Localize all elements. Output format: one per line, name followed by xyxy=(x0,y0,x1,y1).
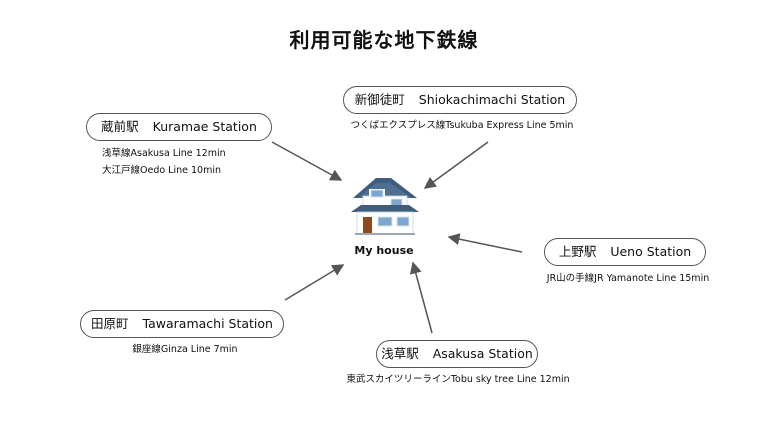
arrow-asakusa xyxy=(409,261,433,334)
station-asakusa: 浅草駅 Asakusa Station xyxy=(376,340,538,368)
line-info: つくばエクスプレス線Tsukuba Express Line 5min xyxy=(350,120,574,131)
line-info: 東武スカイツリーラインTobu sky tree Line 12min xyxy=(346,374,570,385)
line-info: JR山の手線JR Yamanote Line 15min xyxy=(546,273,710,284)
arrow-kuramae xyxy=(271,141,343,181)
line-info: 銀座線Ginza Line 7min xyxy=(132,344,238,355)
arrow-ueno xyxy=(447,233,523,253)
station-name-en: Shiokachimachi Station xyxy=(418,92,566,107)
station-name-en: Tawaramachi Station xyxy=(142,316,273,331)
station-name-jp: 浅草駅 xyxy=(381,346,419,361)
station-tawaramachi: 田原町 Tawaramachi Station xyxy=(80,310,284,338)
arrow-shiokachimachi xyxy=(423,141,489,189)
station-name-jp: 新御徒町 xyxy=(354,92,405,107)
station-name-en: Kuramae Station xyxy=(152,119,257,134)
station-kuramae: 蔵前駅 Kuramae Station xyxy=(86,113,272,141)
station-name-jp: 上野駅 xyxy=(558,244,597,259)
station-ueno: 上野駅 Ueno Station xyxy=(544,238,706,266)
arrow-tawaramachi xyxy=(284,264,345,301)
house-icon xyxy=(351,178,419,235)
house-label: My house xyxy=(354,244,414,257)
station-name-en: Ueno Station xyxy=(610,244,692,259)
line-info: 大江戸線Oedo Line 10min xyxy=(102,165,222,176)
station-name-jp: 田原町 xyxy=(91,316,129,331)
diagram-title: 利用可能な地下鉄線 xyxy=(289,28,479,52)
station-name-jp: 蔵前駅 xyxy=(101,119,139,134)
station-name-en: Asakusa Station xyxy=(432,346,533,361)
line-info: 浅草線Asakusa Line 12min xyxy=(102,148,226,159)
station-shiokachimachi: 新御徒町 Shiokachimachi Station xyxy=(343,86,577,114)
